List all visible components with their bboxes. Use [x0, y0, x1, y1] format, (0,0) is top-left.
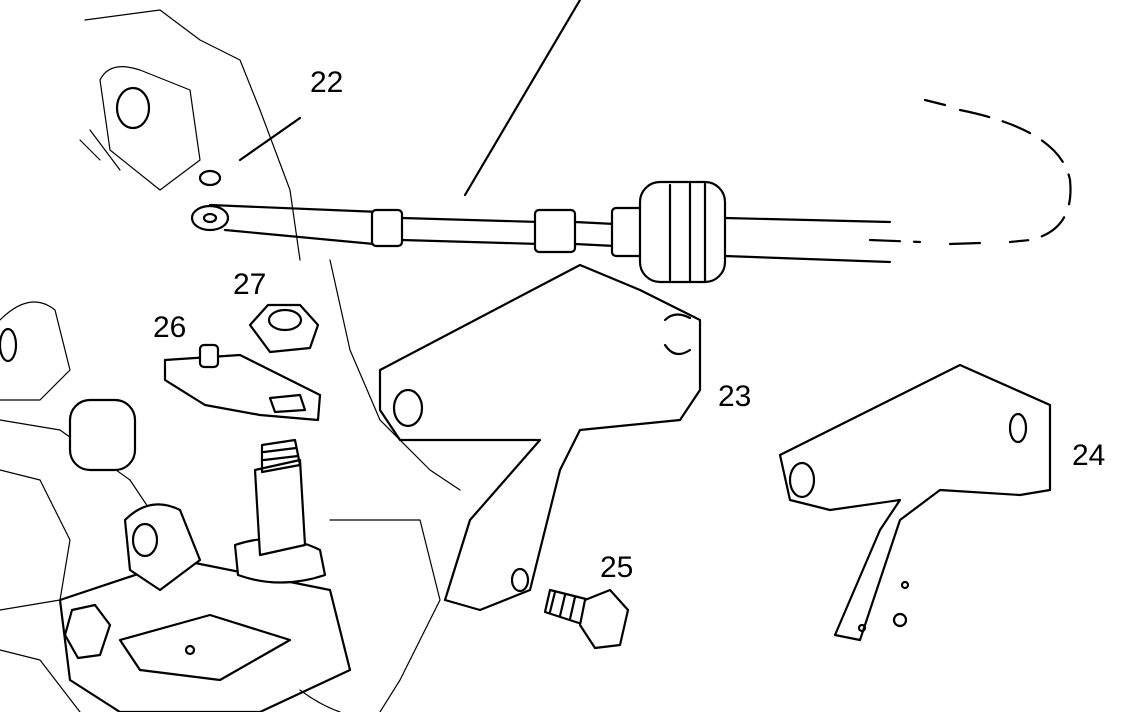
nut-27	[248, 303, 320, 354]
bolt-25	[543, 588, 630, 650]
shift-cable	[190, 0, 1072, 284]
bracket-23	[378, 263, 702, 612]
callout-23: 23	[718, 380, 752, 413]
callout-24: 24	[1072, 439, 1106, 472]
clip-22	[198, 116, 302, 187]
callout-25: 25	[600, 551, 634, 584]
bracket-24	[778, 363, 1052, 642]
callout-22: 22	[310, 66, 344, 99]
plate-26	[163, 343, 322, 422]
transmission-housing	[0, 9, 461, 712]
callout-26: 26	[153, 311, 187, 344]
callout-27: 27	[233, 268, 267, 301]
